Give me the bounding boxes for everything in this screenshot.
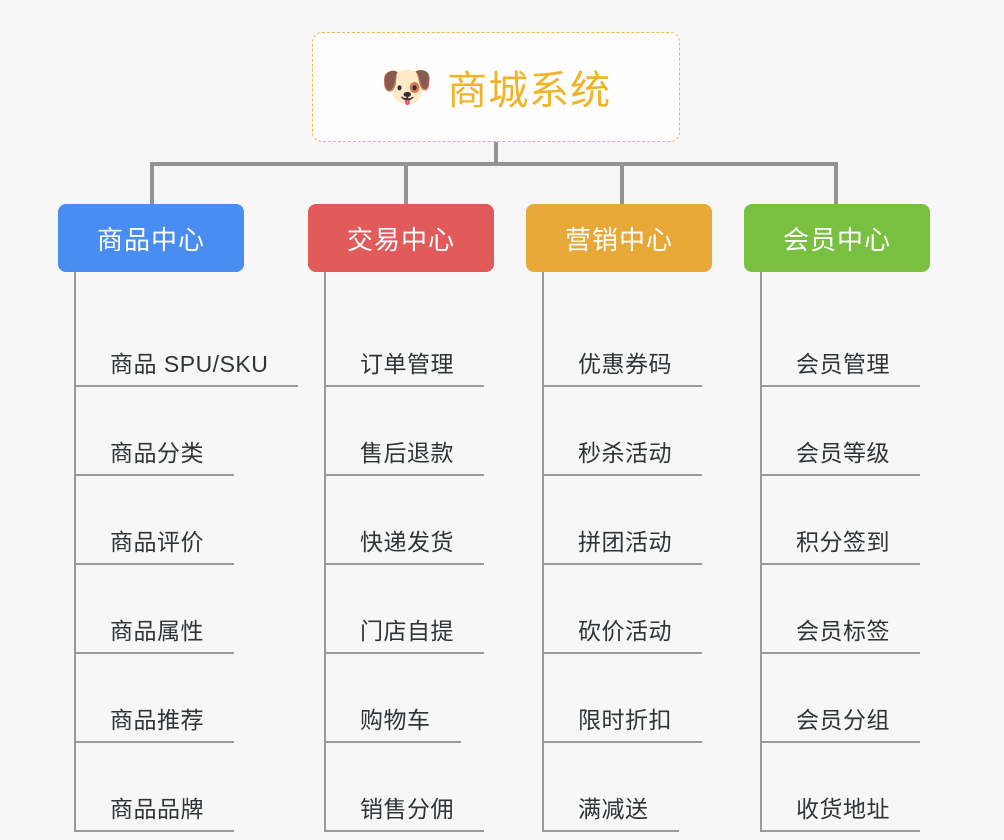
leaf-label: 限时折扣 bbox=[578, 707, 672, 733]
connector-drop-2 bbox=[404, 162, 408, 204]
branch-marketing-center: 营销中心 优惠券码 秒杀活动 拼团活动 bbox=[526, 204, 774, 832]
leaf-underline: 购物车 bbox=[326, 701, 461, 743]
leaf-item[interactable]: 满减送 bbox=[544, 743, 774, 832]
leaf-item[interactable]: 商品分类 bbox=[76, 387, 306, 476]
leaf-label: 商品推荐 bbox=[110, 707, 204, 733]
leaf-underline: 售后退款 bbox=[326, 434, 484, 476]
leaf-item[interactable]: 限时折扣 bbox=[544, 654, 774, 743]
connector-drop-1 bbox=[150, 162, 154, 204]
leaf-item[interactable]: 商品推荐 bbox=[76, 654, 306, 743]
leaf-label: 积分签到 bbox=[796, 529, 890, 555]
leaf-label: 商品属性 bbox=[110, 618, 204, 644]
leaf-list-trade-center: 订单管理 售后退款 快递发货 门店自提 bbox=[324, 272, 556, 832]
leaf-item[interactable]: 门店自提 bbox=[326, 565, 556, 654]
leaf-item[interactable]: 商品属性 bbox=[76, 565, 306, 654]
leaf-label: 拼团活动 bbox=[578, 529, 672, 555]
leaf-underline: 会员等级 bbox=[762, 434, 920, 476]
leaf-label: 会员分组 bbox=[796, 707, 890, 733]
leaf-underline: 商品属性 bbox=[76, 612, 234, 654]
leaf-label: 订单管理 bbox=[360, 351, 454, 377]
branch-header-product-center[interactable]: 商品中心 bbox=[58, 204, 244, 272]
leaf-item[interactable]: 售后退款 bbox=[326, 387, 556, 476]
leaf-underline: 会员管理 bbox=[762, 345, 920, 387]
leaf-underline: 销售分佣 bbox=[326, 790, 484, 832]
leaf-underline: 优惠券码 bbox=[544, 345, 702, 387]
leaf-underline: 快递发货 bbox=[326, 523, 484, 565]
leaf-label: 优惠券码 bbox=[578, 351, 672, 377]
leaf-item[interactable]: 会员管理 bbox=[762, 298, 992, 387]
leaf-item[interactable]: 会员标签 bbox=[762, 565, 992, 654]
connector-drop-4 bbox=[834, 162, 838, 204]
branch-header-label: 商品中心 bbox=[96, 224, 205, 255]
leaf-underline: 商品推荐 bbox=[76, 701, 234, 743]
leaf-underline: 拼团活动 bbox=[544, 523, 702, 565]
leaf-underline: 会员分组 bbox=[762, 701, 920, 743]
leaf-underline: 订单管理 bbox=[326, 345, 484, 387]
root-title: 商城系统 bbox=[447, 69, 612, 113]
leaf-item[interactable]: 秒杀活动 bbox=[544, 387, 774, 476]
branch-header-label: 会员中心 bbox=[782, 224, 891, 255]
leaf-item[interactable]: 销售分佣 bbox=[326, 743, 556, 832]
leaf-item[interactable]: 积分签到 bbox=[762, 476, 992, 565]
leaf-underline: 商品品牌 bbox=[76, 790, 234, 832]
leaf-label: 售后退款 bbox=[360, 440, 454, 466]
leaf-item[interactable]: 购物车 bbox=[326, 654, 556, 743]
branch-product-center: 商品中心 商品 SPU/SKU 商品分类 商品评价 bbox=[58, 204, 306, 832]
branch-header-marketing-center[interactable]: 营销中心 bbox=[526, 204, 712, 272]
leaf-list-product-center: 商品 SPU/SKU 商品分类 商品评价 商品属性 bbox=[74, 272, 306, 832]
leaf-item[interactable]: 收货地址 bbox=[762, 743, 992, 832]
leaf-underline: 积分签到 bbox=[762, 523, 920, 565]
leaf-underline: 满减送 bbox=[544, 790, 679, 832]
leaf-label: 门店自提 bbox=[360, 618, 454, 644]
leaf-underline: 门店自提 bbox=[326, 612, 484, 654]
leaf-item[interactable]: 商品 SPU/SKU bbox=[76, 298, 306, 387]
leaf-underline: 砍价活动 bbox=[544, 612, 702, 654]
leaf-label: 会员管理 bbox=[796, 351, 890, 377]
leaf-underline: 限时折扣 bbox=[544, 701, 702, 743]
leaf-label: 满减送 bbox=[578, 796, 649, 822]
leaf-item[interactable]: 砍价活动 bbox=[544, 565, 774, 654]
branch-trade-center: 交易中心 订单管理 售后退款 快递发货 bbox=[308, 204, 556, 832]
leaf-item[interactable]: 拼团活动 bbox=[544, 476, 774, 565]
branch-header-member-center[interactable]: 会员中心 bbox=[744, 204, 930, 272]
leaf-label: 秒杀活动 bbox=[578, 440, 672, 466]
branch-header-trade-center[interactable]: 交易中心 bbox=[308, 204, 494, 272]
leaf-underline: 商品 SPU/SKU bbox=[76, 345, 299, 387]
dog-face-icon: 🐶 bbox=[380, 63, 434, 110]
branch-columns: 商品中心 商品 SPU/SKU 商品分类 商品评价 bbox=[0, 204, 1004, 840]
leaf-item[interactable]: 快递发货 bbox=[326, 476, 556, 565]
branch-header-label: 营销中心 bbox=[564, 224, 673, 255]
leaf-item[interactable]: 商品品牌 bbox=[76, 743, 306, 832]
leaf-underline: 商品分类 bbox=[76, 434, 234, 476]
leaf-item[interactable]: 订单管理 bbox=[326, 298, 556, 387]
leaf-list-marketing-center: 优惠券码 秒杀活动 拼团活动 砍价活动 bbox=[542, 272, 774, 832]
leaf-item[interactable]: 会员等级 bbox=[762, 387, 992, 476]
branch-member-center: 会员中心 会员管理 会员等级 积分签到 bbox=[744, 204, 992, 832]
leaf-label: 销售分佣 bbox=[360, 796, 454, 822]
leaf-label: 商品评价 bbox=[110, 529, 204, 555]
leaf-label: 收货地址 bbox=[796, 796, 890, 822]
leaf-list-member-center: 会员管理 会员等级 积分签到 会员标签 bbox=[760, 272, 992, 832]
connector-horizontal-bus bbox=[150, 162, 838, 166]
leaf-underline: 秒杀活动 bbox=[544, 434, 702, 476]
leaf-label: 购物车 bbox=[360, 707, 431, 733]
leaf-item[interactable]: 优惠券码 bbox=[544, 298, 774, 387]
leaf-label: 会员标签 bbox=[796, 618, 890, 644]
leaf-label: 快递发货 bbox=[360, 529, 454, 555]
leaf-label: 商品分类 bbox=[110, 440, 204, 466]
leaf-underline: 会员标签 bbox=[762, 612, 920, 654]
leaf-underline: 收货地址 bbox=[762, 790, 920, 832]
branch-header-label: 交易中心 bbox=[346, 224, 455, 255]
leaf-label: 会员等级 bbox=[796, 440, 890, 466]
leaf-label: 砍价活动 bbox=[578, 618, 672, 644]
leaf-label: 商品 SPU/SKU bbox=[110, 351, 269, 377]
leaf-item[interactable]: 商品评价 bbox=[76, 476, 306, 565]
root-node[interactable]: 🐶 商城系统 bbox=[312, 32, 680, 142]
leaf-item[interactable]: 会员分组 bbox=[762, 654, 992, 743]
leaf-underline: 商品评价 bbox=[76, 523, 234, 565]
connector-drop-3 bbox=[620, 162, 624, 204]
leaf-label: 商品品牌 bbox=[110, 796, 204, 822]
connector-root-stem bbox=[494, 142, 498, 164]
